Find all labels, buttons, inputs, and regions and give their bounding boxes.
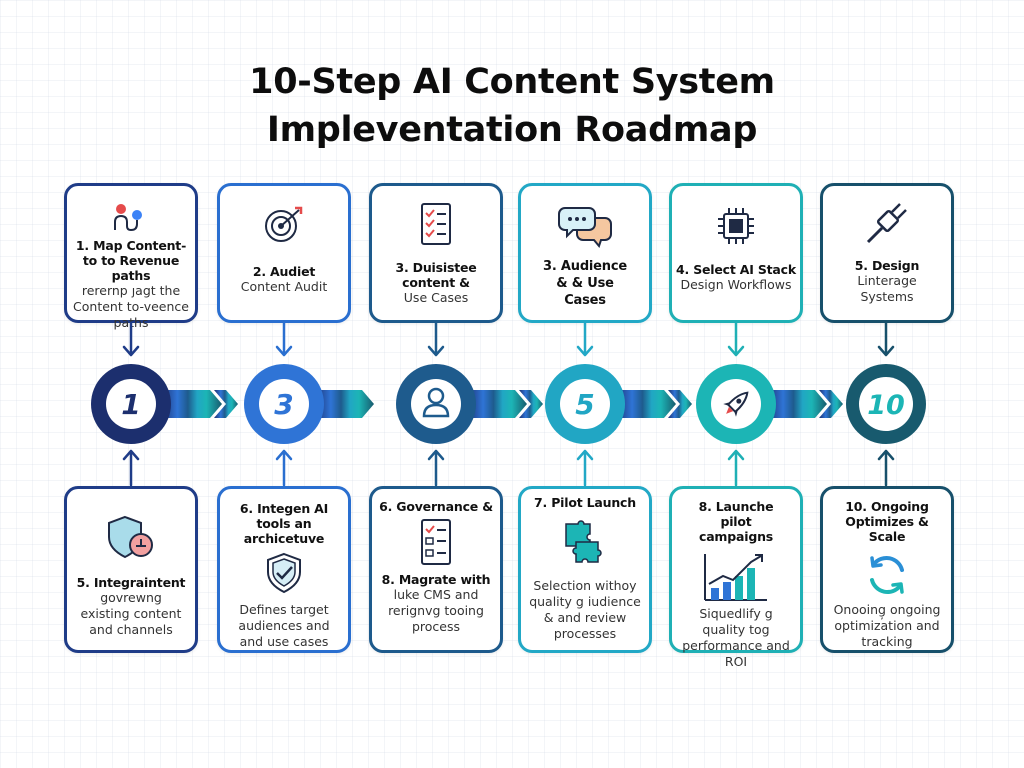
bottom-card-2-pre: 6. Integen AI tools an archicetuve <box>239 501 329 546</box>
target-icon <box>265 206 303 242</box>
shield-check-icon <box>267 552 301 594</box>
bottom-card-4-desc: Selection withoy quality g iudience & an… <box>529 578 641 641</box>
puzzle-icon <box>565 520 602 563</box>
milestone-4: 5 <box>545 364 625 444</box>
growth-chart-icon <box>704 554 767 601</box>
top-card-3-desc: Use Cases <box>403 290 469 305</box>
bottom-card-5-pre: 8. Launche pilot campaigns <box>698 499 774 544</box>
bottom-card-2-desc: Defines target audiences and and use cas… <box>238 602 330 649</box>
bottom-card-6[interactable]: 10. Ongoing Optimizes & Scale Onooing̦ o… <box>820 486 954 653</box>
journey-path-icon <box>114 204 142 232</box>
top-card-5[interactable]: 4. Select AI Stack Design Workflows <box>669 183 803 323</box>
bottom-card-2[interactable]: 6. Integen AI tools an archicetuve Defin… <box>217 486 351 653</box>
top-card-4[interactable]: 3. Audience & & Use Cases <box>518 183 652 323</box>
top-card-6[interactable]: 5. Design Linterage Systems <box>820 183 954 323</box>
down-arrow-6 <box>877 321 895 357</box>
bottom-card-5[interactable]: 8. Launche pilot campaigns Siquedlify g … <box>669 486 803 669</box>
bottom-card-3-pre: 6. Governance & <box>379 499 493 514</box>
milestone-5 <box>696 364 776 444</box>
top-card-1-desc: rerernp ȷagt the Content to-veence paths <box>73 283 189 330</box>
bottom-card-1[interactable]: 5. Integraintent govrewng existing conte… <box>64 486 198 653</box>
top-card-2-desc: Content Audit <box>240 279 328 294</box>
top-card-4-heading: 3. Audience & & Use Cases <box>543 259 627 308</box>
top-card-6-heading: 5. Design <box>854 258 920 273</box>
bottom-card-3-desc: luke CMS and rerignvg tooing process <box>388 587 484 634</box>
up-arrow-2 <box>275 449 293 487</box>
top-card-1-heading: 1. Map Content-to to Revenue paths <box>75 238 187 283</box>
top-card-2[interactable]: 2. Audiet Content Audit <box>217 183 351 323</box>
bottom-card-4-pre: 7. Pilot Launch <box>534 495 636 510</box>
up-arrow-1 <box>122 449 140 487</box>
top-card-3-heading: 3. Duisistee content & <box>395 260 477 290</box>
bottom-card-3-heading: 8. Magrate with <box>381 572 491 587</box>
bottom-card-3[interactable]: 6. Governance & 8. Magrate with luke CMS… <box>369 486 503 653</box>
timeline: 1 3 5 10 <box>91 364 926 444</box>
chat-bubbles-icon <box>558 207 612 248</box>
milestone-2-label: 3 <box>274 388 293 421</box>
down-arrow-5 <box>727 321 745 357</box>
bottom-card-4[interactable]: 7. Pilot Launch Selection withoy quality… <box>518 486 652 653</box>
up-arrow-4 <box>576 449 594 487</box>
top-card-5-desc: Design Workflows <box>680 277 792 292</box>
down-arrow-2 <box>275 321 293 357</box>
chip-icon <box>718 208 754 244</box>
up-arrow-3 <box>427 449 445 487</box>
person-icon <box>422 387 450 418</box>
checklist-icon <box>421 519 451 565</box>
bottom-card-1-desc: govrewng existing content and channels <box>80 590 182 637</box>
shield-settings-icon <box>108 515 153 559</box>
milestone-4-label: 5 <box>575 388 594 421</box>
up-arrow-5 <box>727 449 745 487</box>
bottom-card-1-heading: 5. Integraintent <box>76 575 186 590</box>
page-title: 10-Step AI Content System Impleventation… <box>0 58 1024 154</box>
milestone-6-label: 10 <box>867 390 905 421</box>
milestone-2: 3 <box>244 364 324 444</box>
up-arrow-6 <box>877 449 895 487</box>
title-line-1: 10-Step AI Content System <box>249 62 775 102</box>
milestone-6: 10 <box>846 364 926 444</box>
bottom-card-6-pre: 10. Ongoing Optimizes & Scale <box>845 499 929 544</box>
plug-icon <box>866 203 907 244</box>
milestone-1: 1 <box>91 364 171 444</box>
down-arrow-3 <box>427 321 445 357</box>
rocket-icon <box>723 391 749 417</box>
bottom-card-6-desc: Onooing̦ ongoing optimization and tracki… <box>833 602 941 649</box>
top-card-2-heading: 2. Audiet <box>252 264 316 279</box>
milestone-1-label: 1 <box>121 388 140 421</box>
down-arrow-4 <box>576 321 594 357</box>
top-card-1[interactable]: 1. Map Content-to to Revenue paths rerer… <box>64 183 198 330</box>
top-card-6-desc: Linterage Systems <box>857 273 917 304</box>
checklist-icon <box>421 203 451 245</box>
bottom-card-5-desc: Siquedlify g quality tog performance and… <box>682 606 790 669</box>
timeline-band <box>160 390 843 418</box>
top-card-3[interactable]: 3. Duisistee content & Use Cases <box>369 183 503 323</box>
refresh-icon <box>870 556 904 594</box>
milestone-3 <box>396 364 476 444</box>
title-line-2: Impleventation Roadmap <box>266 110 758 150</box>
top-card-5-heading: 4. Select AI Stack <box>676 262 796 277</box>
